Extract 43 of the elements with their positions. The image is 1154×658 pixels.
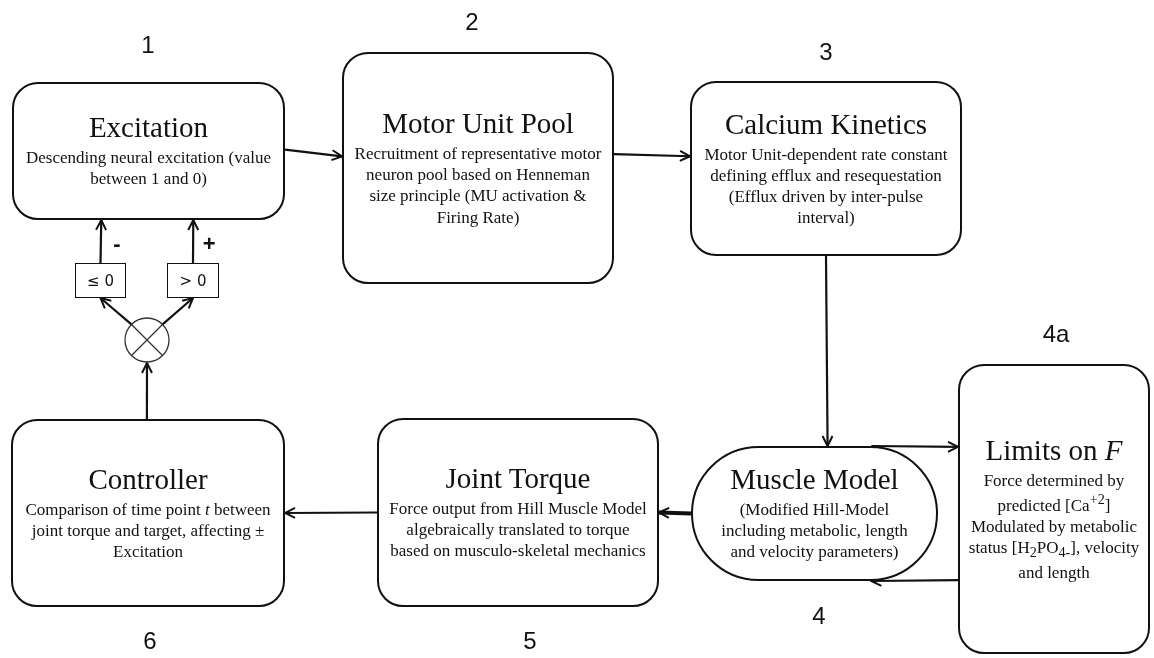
box-title: Controller (88, 463, 208, 496)
step-number: 5 (523, 627, 537, 655)
condition-label: ≤ 0 (87, 271, 114, 290)
arrow (95, 219, 108, 263)
process-box (12, 82, 285, 220)
box-description: (Modified Hill-Model including metabolic, length and velocity parameters) (720, 499, 909, 563)
step-number: 6 (143, 627, 157, 655)
box-title: Limits on F (985, 435, 1123, 467)
process-box (342, 52, 614, 284)
arrow (161, 297, 194, 326)
box-title: Muscle Model (730, 464, 899, 497)
step-number: 2 (465, 8, 479, 36)
arrow (284, 148, 343, 162)
box-title: Motor Unit Pool (382, 108, 574, 141)
arrow (187, 219, 200, 263)
arrow (99, 297, 133, 326)
process-box (690, 81, 962, 256)
arrow (141, 362, 153, 419)
step-number: 3 (819, 38, 833, 66)
step-number: 4 (812, 602, 826, 630)
step-number: 1 (141, 31, 155, 59)
arrow (871, 440, 959, 453)
box-description: Comparison of time point t between joint torque and target, affecting ± Excitation (24, 498, 272, 563)
box-title: Joint Torque (445, 463, 591, 496)
box-title: Calcium Kinetics (724, 108, 928, 141)
box-description: Force determined by predicted [Ca$^{+2}$] Modulated by metabolic status [H$_{2}$PO$_{4-}$], velocity and length (968, 470, 1140, 583)
process-box (958, 364, 1150, 654)
arrow (821, 256, 834, 447)
box-title: Excitation (88, 112, 209, 145)
arrow (284, 506, 377, 519)
box-description: Descending neural excitation (value between 1 and 0) (25, 147, 272, 190)
condition-box (75, 263, 126, 298)
process-box (377, 418, 659, 607)
box-description: Recruitment of representative motor neuron pool based on Henneman size principle (MU activation & Firing Rate) (353, 143, 603, 228)
box-description: Force output from Hill Muscle Model algebraically translated to torque based on musculo-skeletal mechanics (388, 498, 648, 562)
step-number: 4a (1042, 320, 1070, 348)
condition-label: > 0 (179, 271, 207, 290)
arrow (658, 506, 692, 519)
multiplier-circle (124, 317, 170, 363)
arrow (613, 149, 691, 162)
process-box (11, 419, 285, 607)
box-description: Motor Unit-dependent rate constant defining efflux and resequestation (Efflux driven by inter-pulse interval) (703, 143, 949, 229)
condition-box (167, 263, 219, 298)
